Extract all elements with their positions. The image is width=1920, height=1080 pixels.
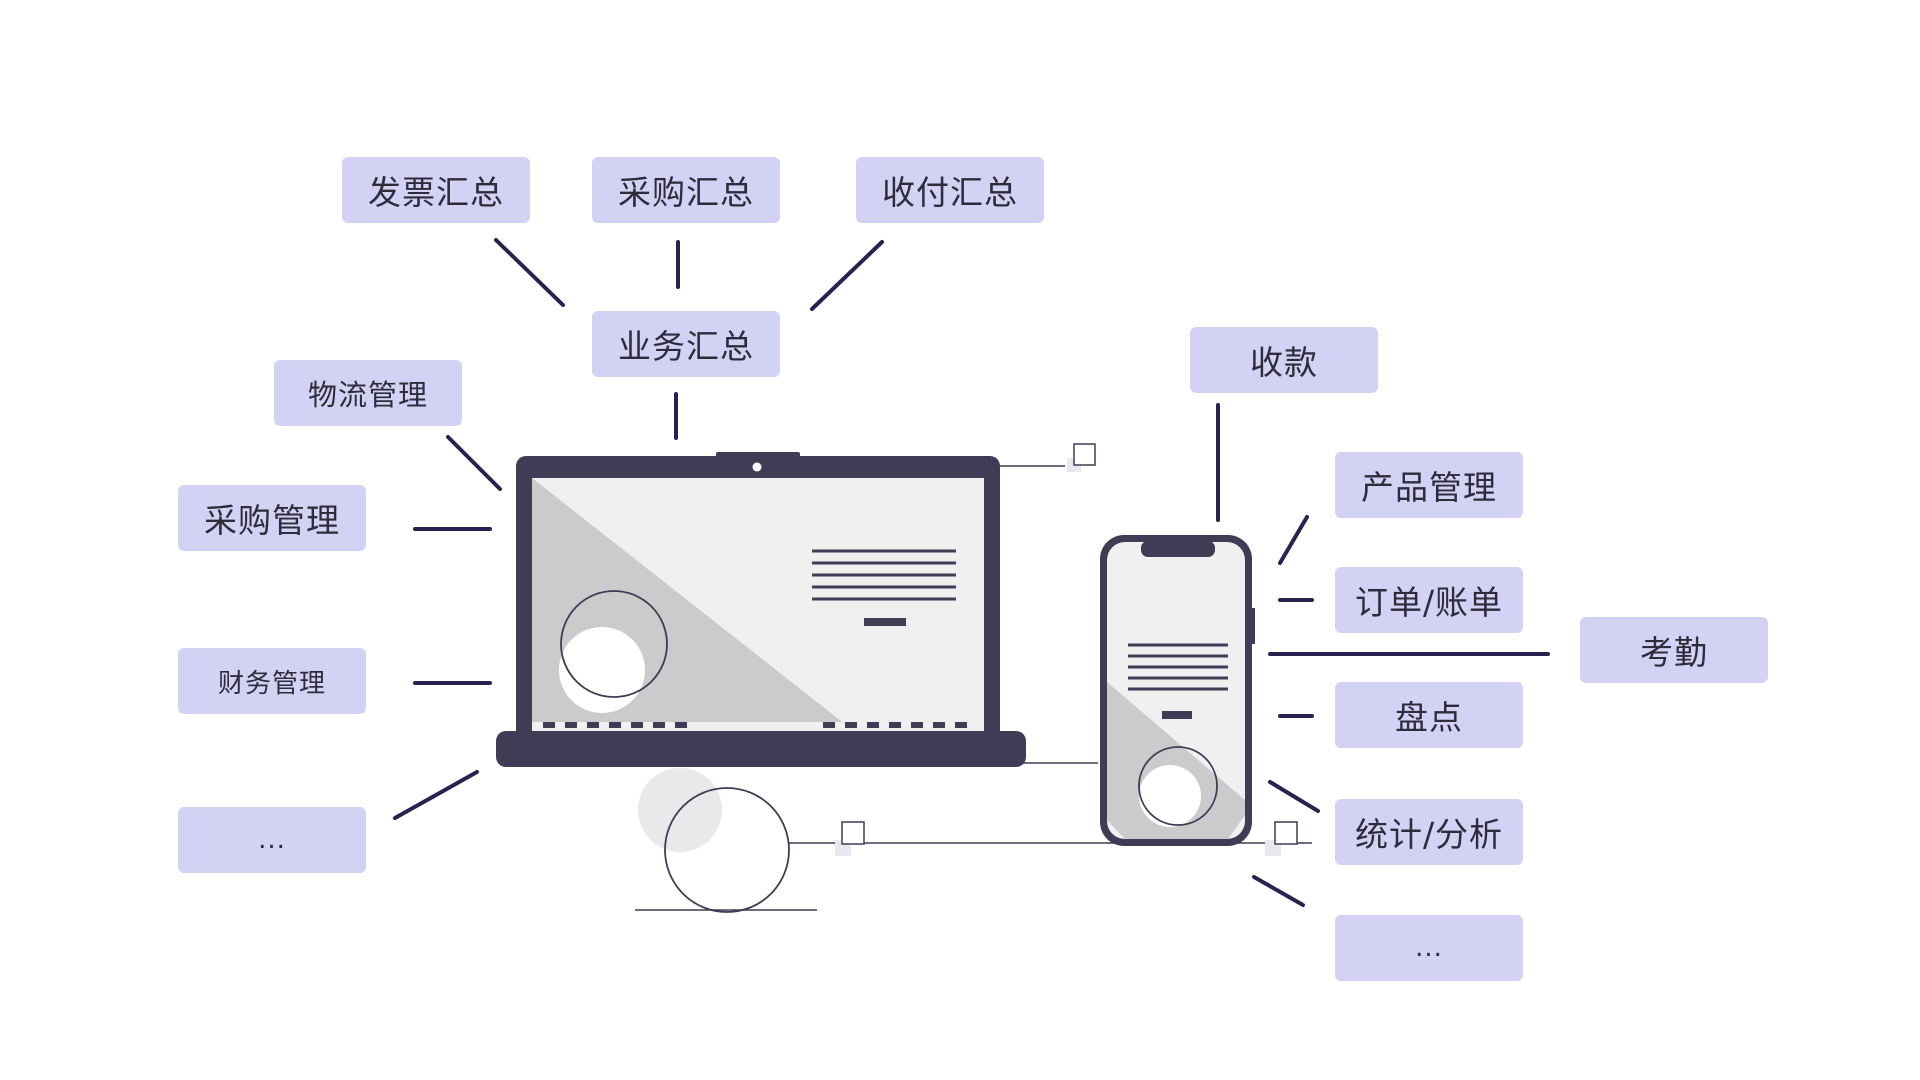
laptop-keys (543, 722, 967, 728)
logistics-management-label: 物流管理 (274, 360, 462, 426)
order-bill-label: 订单/账单 (1335, 567, 1523, 633)
purchase-summary-label: 采购汇总 (592, 157, 780, 223)
finance-management-label: 财务管理 (178, 648, 366, 714)
payment-summary-label: 收付汇总 (856, 157, 1044, 223)
statistics-analysis-label: 统计/分析 (1335, 799, 1523, 865)
phone (1100, 535, 1255, 846)
inventory-check-label: 盘点 (1335, 682, 1523, 748)
laptop-text-lines (812, 549, 956, 601)
connector-lines (393, 238, 1550, 907)
collection-label: 收款 (1190, 327, 1378, 393)
invoice-summary-label: 发票汇总 (342, 157, 530, 223)
left-more-label: ... (178, 807, 366, 873)
procurement-management-label: 采购管理 (178, 485, 366, 551)
right-more-label: ... (1335, 915, 1523, 981)
ground-circles (638, 768, 790, 913)
attendance-label: 考勤 (1580, 617, 1768, 683)
laptop (496, 452, 1026, 767)
business-summary-label: 业务汇总 (592, 311, 780, 377)
product-management-label: 产品管理 (1335, 452, 1523, 518)
phone-text-lines (1128, 643, 1228, 691)
